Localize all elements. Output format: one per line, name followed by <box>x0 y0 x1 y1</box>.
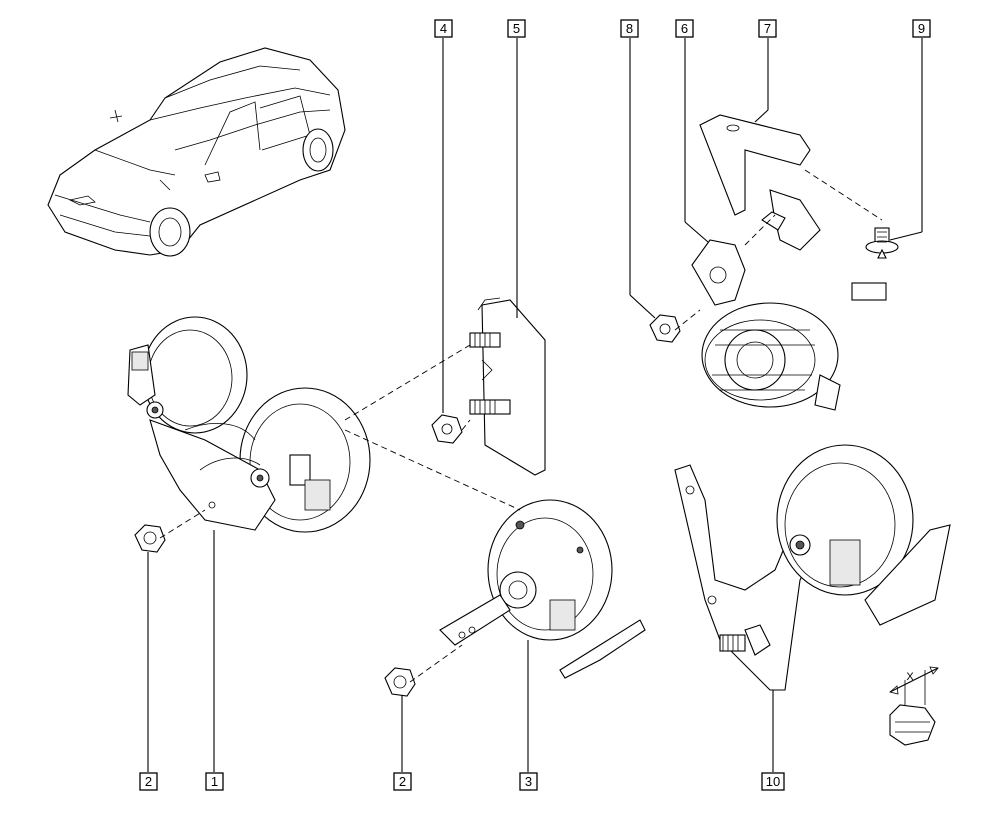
dimension-detail: X <box>889 666 939 746</box>
nut-middle <box>384 667 416 697</box>
stud-bracket <box>469 297 546 476</box>
bolt <box>851 227 899 301</box>
callout-8: 8 <box>620 19 639 38</box>
callout-9: 9 <box>912 19 931 38</box>
callout-2-middle: 2 <box>393 772 412 791</box>
horn-bottom-right <box>674 444 951 691</box>
flange-nut <box>431 414 463 444</box>
svg-text:6: 6 <box>681 21 688 36</box>
mounting-bracket <box>699 114 821 251</box>
callout-4: 4 <box>434 19 453 38</box>
screw-small <box>649 314 681 343</box>
svg-text:2: 2 <box>399 774 406 789</box>
svg-text:9: 9 <box>918 21 925 36</box>
callout-6: 6 <box>675 19 694 38</box>
svg-text:10: 10 <box>766 774 780 789</box>
svg-text:1: 1 <box>211 774 218 789</box>
vehicle-illustration <box>47 47 346 257</box>
svg-text:5: 5 <box>513 21 520 36</box>
svg-text:3: 3 <box>525 774 532 789</box>
callout-1: 1 <box>205 772 224 791</box>
callout-10: 10 <box>761 772 785 791</box>
twin-horn-assembly <box>127 316 371 533</box>
callout-2-left: 2 <box>139 772 158 791</box>
horn-single <box>439 499 646 679</box>
callout-7: 7 <box>758 19 777 38</box>
leader-lines <box>147 38 923 772</box>
horn-with-bracket <box>691 211 841 411</box>
assembly-guides <box>159 169 883 683</box>
callout-3: 3 <box>519 772 538 791</box>
dimension-label: X <box>906 671 914 683</box>
callout-5: 5 <box>507 19 526 38</box>
svg-text:2: 2 <box>145 774 152 789</box>
svg-text:4: 4 <box>440 21 447 36</box>
svg-text:7: 7 <box>764 21 771 36</box>
svg-text:8: 8 <box>626 21 633 36</box>
nut-left <box>134 524 166 553</box>
